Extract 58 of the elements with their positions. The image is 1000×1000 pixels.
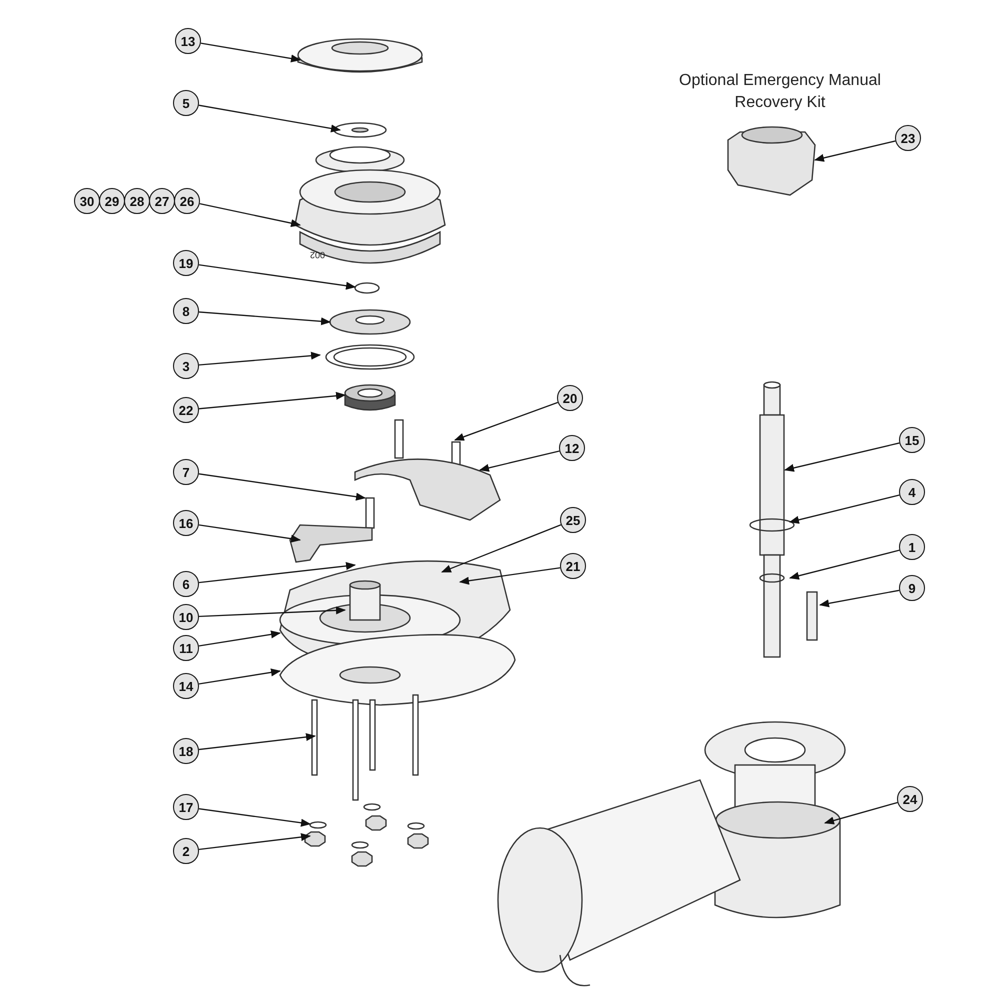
leader-line <box>198 524 301 543</box>
callout-number: 4 <box>899 479 925 505</box>
callout-number: 2 <box>173 838 199 864</box>
leader-line <box>198 606 346 618</box>
part-marking: 002 <box>310 250 326 260</box>
callout-number: 8 <box>173 298 199 324</box>
callout-number: 30 <box>74 188 100 214</box>
callout-number: 16 <box>173 510 199 536</box>
callout-number: 15 <box>899 427 925 453</box>
callout-number: 24 <box>897 786 923 812</box>
callout-number: 7 <box>173 459 199 485</box>
leader-line <box>198 264 356 290</box>
leader-line <box>198 808 311 827</box>
leader-line <box>789 494 900 524</box>
callout-number: 23 <box>895 125 921 151</box>
leader-line <box>479 450 560 472</box>
callout-number: 12 <box>559 435 585 461</box>
leader-line <box>454 402 558 441</box>
callout-number: 13 <box>175 28 201 54</box>
leader-line <box>789 550 900 580</box>
leader-line <box>198 311 331 326</box>
callout-number: 5 <box>173 90 199 116</box>
leader-line <box>200 203 301 228</box>
callout-number: 28 <box>124 188 150 214</box>
kit-caption: Optional Emergency Manual Recovery Kit <box>678 71 882 113</box>
leader-line <box>198 630 281 647</box>
callout-number: 10 <box>173 604 199 630</box>
leader-line <box>819 590 900 608</box>
callout-number: 18 <box>173 738 199 764</box>
callout-number: 25 <box>560 507 586 533</box>
callout-number: 29 <box>99 188 125 214</box>
callout-number: 3 <box>173 353 199 379</box>
leader-line <box>198 392 346 410</box>
leader-line <box>824 802 898 824</box>
leader-line <box>784 442 900 472</box>
leader-line <box>459 567 560 585</box>
leader-line <box>200 42 301 62</box>
callout-number: 9 <box>899 575 925 601</box>
leader-line <box>198 352 321 366</box>
callout-number: 22 <box>173 397 199 423</box>
callout-number: 27 <box>149 188 175 214</box>
leader-line <box>441 524 562 573</box>
callout-number: 17 <box>173 794 199 820</box>
callout-number: 14 <box>173 673 199 699</box>
callout-number: 11 <box>173 635 199 661</box>
leader-line <box>198 833 311 850</box>
leader-line <box>198 473 366 501</box>
callout-number: 21 <box>560 553 586 579</box>
leader-line <box>198 668 281 685</box>
callout-number: 20 <box>557 385 583 411</box>
callout-number: 26 <box>174 188 200 214</box>
callout-number: 1 <box>899 534 925 560</box>
leader-line <box>814 140 896 162</box>
callout-number: 19 <box>173 250 199 276</box>
leader-line <box>198 562 356 584</box>
leader-line <box>198 104 341 132</box>
callout-number: 6 <box>173 571 199 597</box>
leader-line <box>198 733 316 750</box>
